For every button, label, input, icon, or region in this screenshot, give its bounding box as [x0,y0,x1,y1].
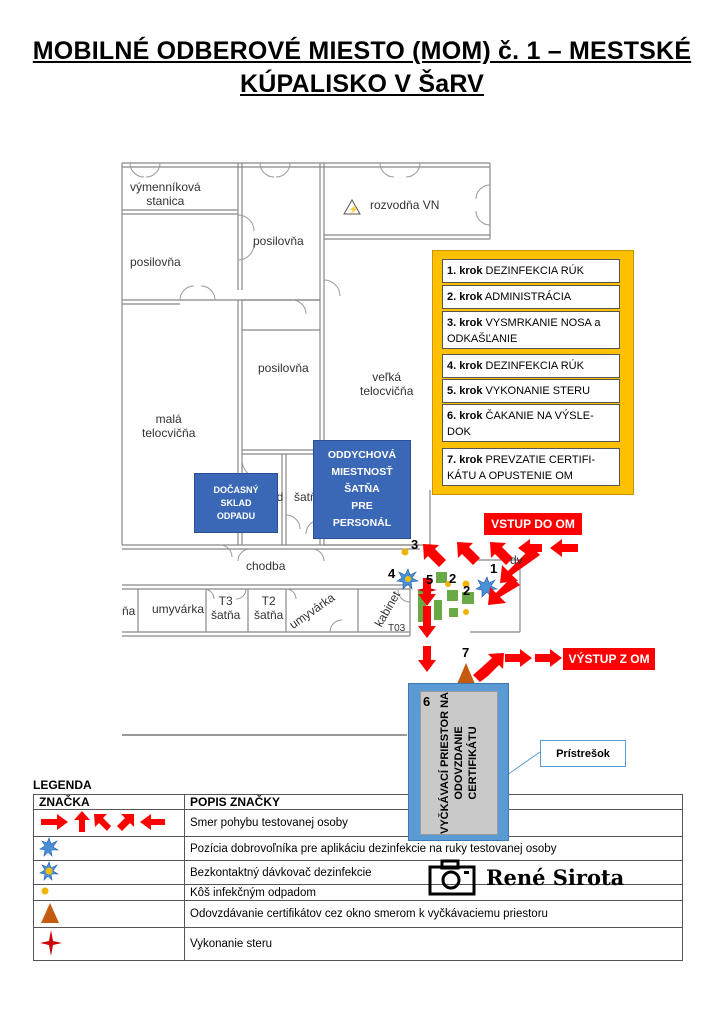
room-chodba: chodba [246,559,286,573]
marker-2b: 2 [463,583,471,598]
entry-label: VSTUP DO OM [484,513,582,535]
red-arrows-icon [33,809,185,837]
step-3: 3. krok VYSMRKANIE NOSA a ODKAŠĽANIE [442,311,620,349]
legend-row: Vykonanie steru [33,927,683,961]
watermark-text: René Sirota [486,865,625,890]
yellow-dot-icon [33,884,185,901]
room-posilovna-left: posilovňa [130,255,181,269]
step-1: 1. krok DEZINFEKCIA RÚK [442,259,620,283]
room-t2-satna: T2 šatňa [254,594,284,622]
step-5: 5. krok VYKONANIE STERU [442,379,620,403]
room-t03: T03 [388,623,406,634]
page-title-line2: KÚPALISKO V ŠaRV [240,70,484,98]
room-posilovna-mid: posilovňa [258,361,309,375]
legend-title: LEGENDA [33,778,92,792]
marker-4: 4 [388,566,396,581]
room-t3-satna: T3 šatňa [211,594,241,622]
shelter-label: Prístrešok [540,740,626,767]
svg-text:⚡: ⚡ [349,204,359,214]
blue-star-icon [33,836,185,861]
legend-desc-certificate: Odovzdávanie certifikátov cez okno smero… [184,900,683,928]
legend-row: Odovzdávanie certifikátov cez okno smero… [33,900,683,928]
room-dv-partial: dv [510,553,523,567]
marker-7: 7 [462,645,470,660]
marker-1: 1 [490,561,498,576]
legend-header-symbol: ZNAČKA [33,794,185,810]
movement-arrows [418,539,578,682]
staff-rest-room: ODDYCHOVÁ MIESTNOSŤ ŠATŇA PRE PERSONÁL [313,440,411,539]
waiting-area-label: VYČKÁVACÍ PRIESTOR NA ODOVZDANIE CERTIFI… [439,691,479,834]
certificate-triangle-icon [457,663,475,684]
room-velka-telocvicna: veľká telocvičňa [360,370,414,398]
room-satna-partial: šatň [294,490,317,504]
legend-row: Bezkontaktný dávkovač dezinfekcie [33,860,683,885]
room-posilovna-top: posilovňa [253,234,304,248]
dispenser-yellow-star-icon [396,568,419,591]
legend-desc-swab: Vykonanie steru [184,927,683,961]
steps-panel: 1. krok DEZINFEKCIA RÚK 2. krok ADMINIST… [432,250,634,495]
red-cross-star-icon [33,927,185,961]
step-4: 4. krok DEZINFEKCIA RÚK [442,354,620,378]
waiting-area-shelter: VYČKÁVACÍ PRIESTOR NA ODOVZDANIE CERTIFI… [408,683,509,841]
camera-icon [428,859,476,896]
marker-5: 5 [426,572,434,587]
marker-6: 6 [423,694,431,709]
room-rozvodna-vn: rozvodňa VN [370,198,440,212]
waiting-area-inner: VYČKÁVACÍ PRIESTOR NA ODOVZDANIE CERTIFI… [420,691,498,835]
step-2: 2. krok ADMINISTRÁCIA [442,285,620,309]
watermark: René Sirota [428,858,646,898]
legend-table: ZNAČKA POPIS ZNAČKY Smer pohybu testovan… [33,794,683,961]
room-na-partial: ňa [122,604,136,618]
marker-2a: 2 [449,571,457,586]
step-6: 6. krok ČAKANIE NA VÝSLE-DOK [442,404,620,442]
temporary-waste-storage: DOČASNÝ SKLAD ODPADU [194,473,278,533]
page-title-line1: MOBILNÉ ODBEROVÉ MIESTO (MOM) č. 1 – MES… [32,37,692,65]
exit-label: VÝSTUP Z OM [563,648,655,670]
step-7: 7. krok PREVZATIE CERTIFI-KÁTU A OPUSTEN… [442,448,620,486]
marker-3: 3 [411,537,419,552]
legend-row: Pozícia dobrovoľníka pre aplikáciu dezin… [33,836,683,861]
yellow-star-icon [33,860,185,885]
legend-header-row: ZNAČKA POPIS ZNAČKY [33,794,683,810]
legend-row: Smer pohybu testovanej osoby [33,809,683,837]
warning-triangle-icon: ⚡ [343,198,361,215]
room-umyvarka-left: umyvárka [152,602,205,616]
room-mala-telocvicna: malá telocvičňa [142,412,196,440]
brown-triangle-icon [33,900,185,928]
room-vymennikova-stanica: výmenníková stanica [130,180,201,208]
